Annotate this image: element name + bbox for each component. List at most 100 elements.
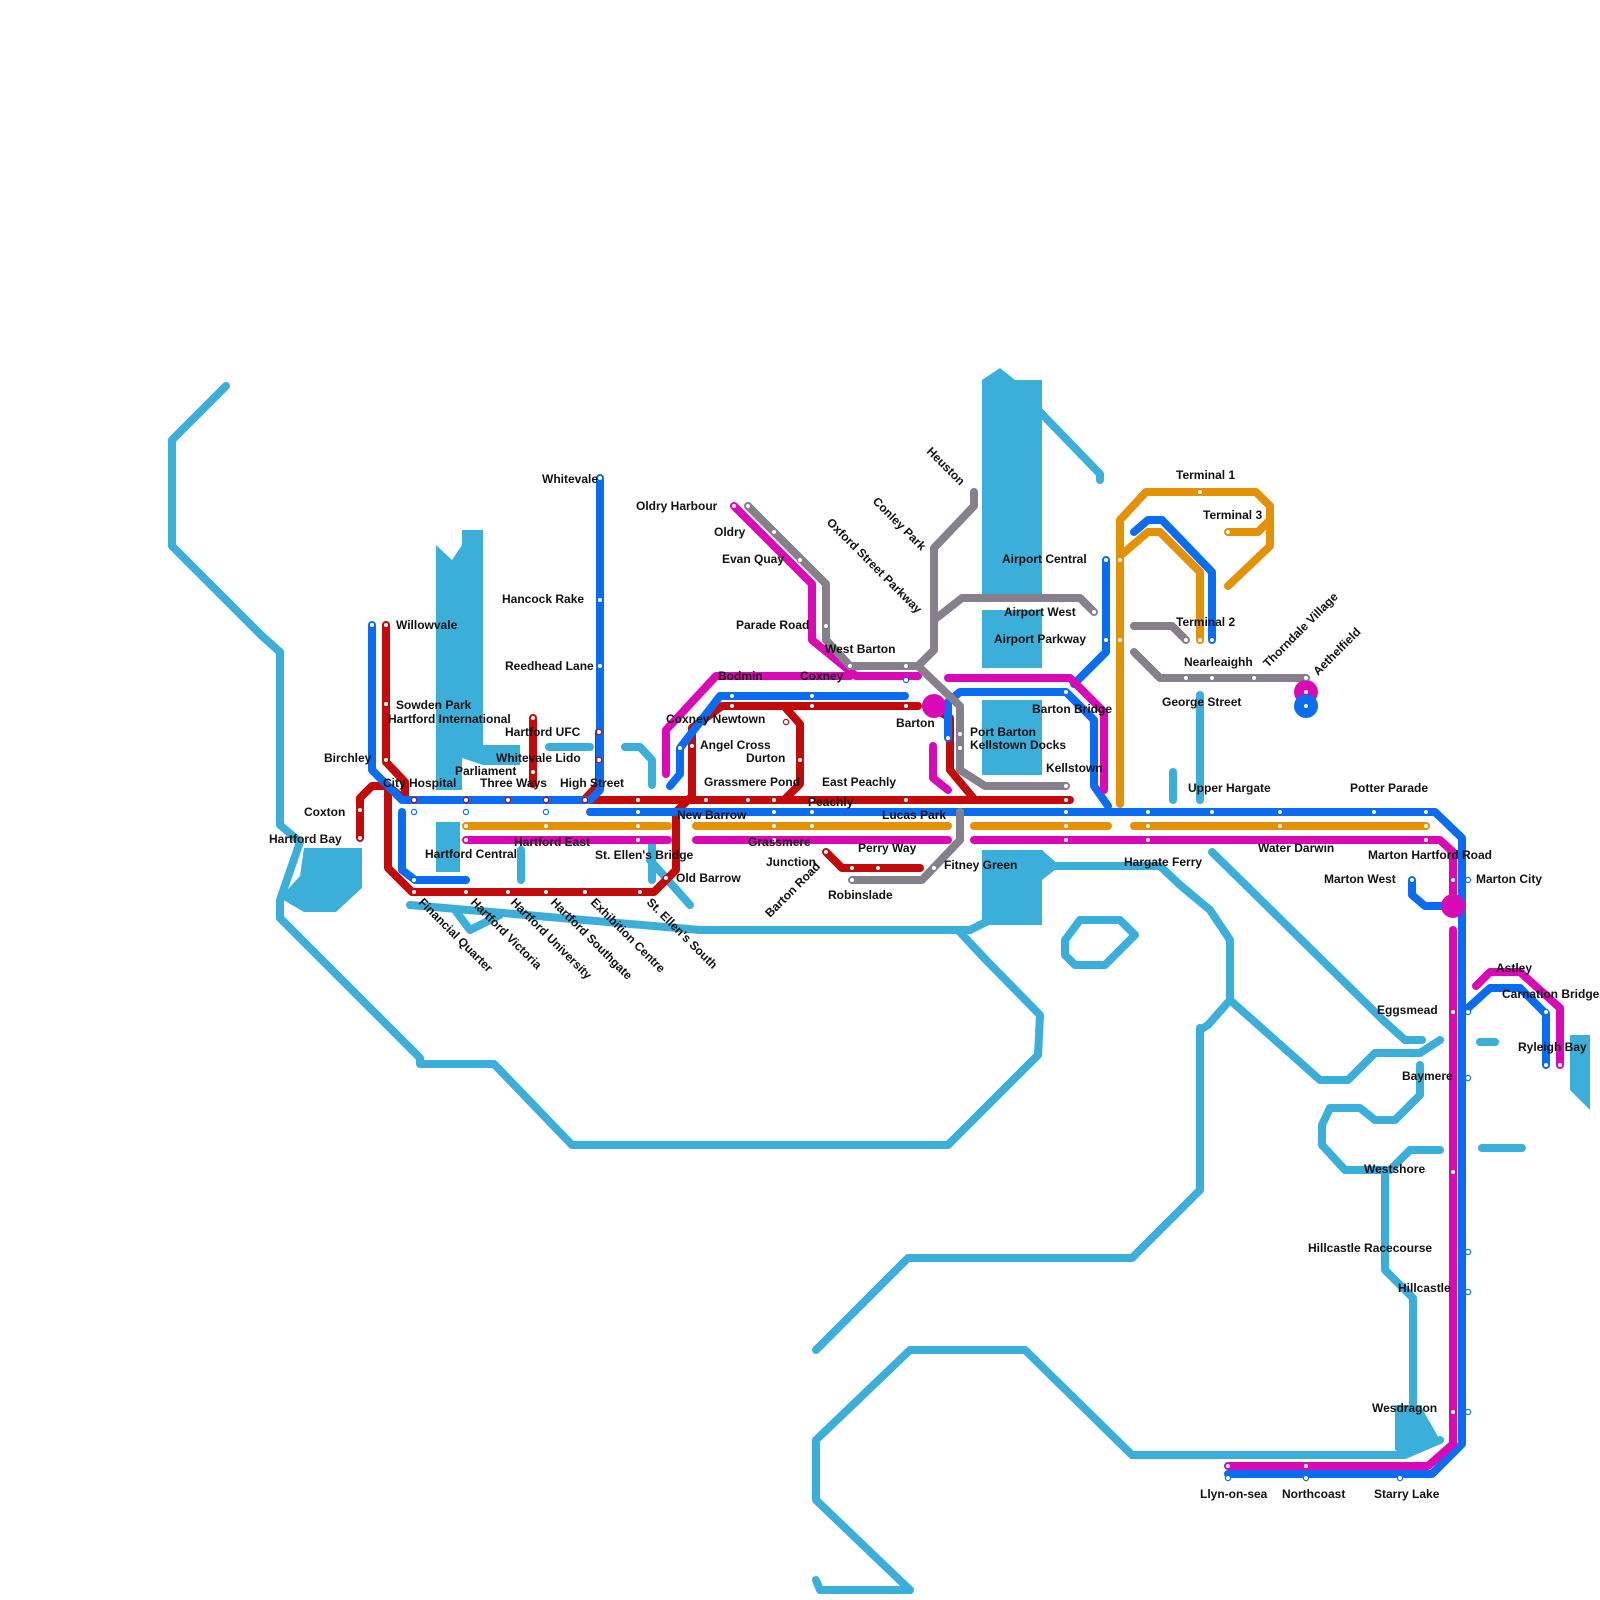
station-marker[interactable] xyxy=(1542,1061,1550,1069)
station-marker[interactable] xyxy=(1422,836,1430,844)
station-marker[interactable] xyxy=(808,808,816,816)
station-marker[interactable] xyxy=(596,474,604,482)
station-marker[interactable] xyxy=(410,876,418,884)
station-label[interactable]: Terminal 3 xyxy=(1203,508,1262,522)
station-marker[interactable] xyxy=(504,796,512,804)
station-label[interactable]: Eggsmead xyxy=(1377,1003,1438,1017)
station-marker[interactable] xyxy=(688,742,696,750)
station-marker[interactable] xyxy=(462,808,470,816)
station-label[interactable]: Oldry Harbour xyxy=(636,499,718,513)
station-marker[interactable] xyxy=(728,692,736,700)
station-marker[interactable] xyxy=(542,822,550,830)
station-marker[interactable] xyxy=(1302,688,1310,696)
station-marker[interactable] xyxy=(808,702,816,710)
station-label[interactable]: Coxton xyxy=(304,805,345,819)
station-marker[interactable] xyxy=(1464,1074,1472,1082)
station-label[interactable]: Whitevale xyxy=(542,472,598,486)
station-marker[interactable] xyxy=(529,768,537,776)
station-label[interactable]: Oldry xyxy=(714,525,746,539)
station-marker[interactable] xyxy=(542,888,550,896)
station-marker[interactable] xyxy=(1276,822,1284,830)
station-marker[interactable] xyxy=(462,836,470,844)
station-marker[interactable] xyxy=(662,874,670,882)
station-label[interactable]: Airport West xyxy=(1004,605,1076,619)
station-label[interactable]: Durton xyxy=(746,751,785,765)
station-label[interactable]: Coxney Newtown xyxy=(666,712,765,726)
station-marker[interactable] xyxy=(770,822,778,830)
station-label[interactable]: Marton West xyxy=(1324,872,1396,886)
station-label[interactable]: Upper Hargate xyxy=(1188,781,1271,795)
station-marker[interactable] xyxy=(382,756,390,764)
station-marker[interactable] xyxy=(956,730,964,738)
station-marker[interactable] xyxy=(902,676,910,684)
station-marker[interactable] xyxy=(902,796,910,804)
station-marker[interactable] xyxy=(1396,1474,1404,1482)
station-label[interactable]: Whitevale Lido xyxy=(496,751,581,765)
station-label[interactable]: Hargate Ferry xyxy=(1124,855,1202,869)
station-marker[interactable] xyxy=(1102,556,1110,564)
station-label[interactable]: Lucas Park xyxy=(882,808,946,822)
station-marker[interactable] xyxy=(410,808,418,816)
station-marker[interactable] xyxy=(848,864,856,872)
station-label[interactable]: Water Darwin xyxy=(1258,841,1334,855)
station-label[interactable]: Grassmere Pond xyxy=(704,775,800,789)
station-marker[interactable] xyxy=(1224,1474,1232,1482)
station-marker[interactable] xyxy=(634,796,642,804)
station-marker[interactable] xyxy=(1144,808,1152,816)
station-marker[interactable] xyxy=(595,728,603,736)
station-label[interactable]: Heuston xyxy=(924,444,968,488)
station-label[interactable]: Hartford Central xyxy=(425,847,517,861)
station-marker[interactable] xyxy=(382,700,390,708)
station-marker[interactable] xyxy=(1464,1008,1472,1016)
station-marker[interactable] xyxy=(1302,702,1310,710)
station-label[interactable]: Parade Road xyxy=(736,618,809,632)
station-marker[interactable] xyxy=(595,756,603,764)
station-marker[interactable] xyxy=(356,834,364,842)
station-label[interactable]: Potter Parade xyxy=(1350,781,1428,795)
station-marker[interactable] xyxy=(676,744,684,752)
station-label[interactable]: New Barrow xyxy=(677,808,747,822)
station-marker[interactable] xyxy=(529,714,537,722)
station-marker[interactable] xyxy=(846,662,854,670)
station-marker[interactable] xyxy=(462,822,470,830)
station-marker[interactable] xyxy=(808,692,816,700)
station-marker[interactable] xyxy=(634,822,642,830)
station-marker[interactable] xyxy=(1208,674,1216,682)
station-marker[interactable] xyxy=(1224,1462,1232,1470)
station-label[interactable]: Astley xyxy=(1496,961,1532,975)
station-marker[interactable] xyxy=(1464,876,1472,884)
station-marker[interactable] xyxy=(1116,556,1124,564)
station-label[interactable]: Kellstown Docks xyxy=(970,738,1066,752)
station-marker[interactable] xyxy=(822,848,830,856)
station-marker[interactable] xyxy=(1062,808,1070,816)
station-marker[interactable] xyxy=(542,796,550,804)
station-marker[interactable] xyxy=(770,796,778,804)
station-label[interactable]: Airport Central xyxy=(1002,552,1087,566)
station-marker[interactable] xyxy=(1302,1462,1310,1470)
station-label[interactable]: Coxney xyxy=(800,669,844,683)
station-label[interactable]: Barton Bridge xyxy=(1032,702,1112,716)
station-marker[interactable] xyxy=(1090,608,1098,616)
station-marker[interactable] xyxy=(542,808,550,816)
station-label[interactable]: City Hospital xyxy=(383,776,456,790)
station-marker[interactable] xyxy=(1250,674,1258,682)
station-label[interactable]: West Barton xyxy=(825,642,895,656)
station-marker[interactable] xyxy=(744,796,752,804)
station-label[interactable]: Marton Hartford Road xyxy=(1368,848,1492,862)
station-label[interactable]: Hartford Bay xyxy=(269,832,342,846)
station-label[interactable]: Evan Quay xyxy=(722,552,784,566)
station-marker[interactable] xyxy=(770,528,778,536)
station-marker[interactable] xyxy=(1062,822,1070,830)
station-label[interactable]: Reedhead Lane xyxy=(505,659,594,673)
station-label[interactable]: Barton xyxy=(896,716,935,730)
station-marker[interactable] xyxy=(770,808,778,816)
station-marker[interactable] xyxy=(1302,1474,1310,1482)
station-marker[interactable] xyxy=(848,876,856,884)
station-label[interactable]: Junction xyxy=(766,855,816,869)
station-label[interactable]: Llyn-on-sea xyxy=(1200,1487,1268,1501)
station-marker[interactable] xyxy=(1408,876,1416,884)
station-label[interactable]: Aethelfield xyxy=(1310,625,1363,678)
station-marker[interactable] xyxy=(1102,636,1110,644)
station-marker[interactable] xyxy=(702,796,710,804)
station-label[interactable]: Nearleaighh xyxy=(1184,655,1253,669)
